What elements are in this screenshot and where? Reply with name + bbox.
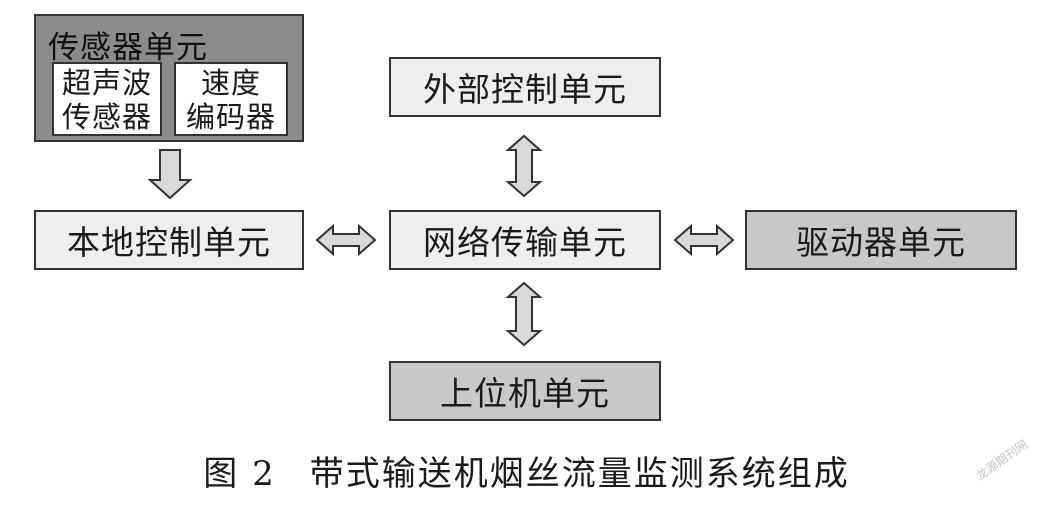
local-control-unit: 本地控制单元 <box>34 210 304 270</box>
arrow-local-network <box>315 223 377 257</box>
network-transmission-unit: 网络传输单元 <box>389 210 661 270</box>
network-transmission-label: 网络传输单元 <box>423 223 627 262</box>
host-computer-label: 上位机单元 <box>440 374 610 413</box>
ultrasonic-sensor-box: 超声波 传感器 <box>52 62 162 136</box>
host-computer-unit: 上位机单元 <box>389 361 661 421</box>
arrow-network-host <box>505 281 543 347</box>
sensor-unit-title: 传感器单元 <box>48 30 208 66</box>
local-control-label: 本地控制单元 <box>67 223 271 262</box>
external-control-label: 外部控制单元 <box>423 70 627 109</box>
driver-unit: 驱动器单元 <box>745 210 1017 270</box>
figure-title: 带式输送机烟丝流量监测系统组成 <box>309 454 850 494</box>
sensor-unit-box: 传感器单元 超声波 传感器 速度 编码器 <box>34 14 304 142</box>
speed-encoder-line1: 速度 <box>200 66 261 100</box>
ultrasonic-sensor-line1: 超声波 <box>61 66 152 100</box>
speed-encoder-line2: 编码器 <box>185 100 276 134</box>
ultrasonic-sensor-line2: 传感器 <box>61 100 152 134</box>
arrow-external-network <box>505 134 543 198</box>
external-control-unit: 外部控制单元 <box>389 57 661 117</box>
speed-encoder-box: 速度 编码器 <box>174 62 288 136</box>
figure-caption: 图 2 带式输送机烟丝流量监测系统组成 <box>0 446 1053 495</box>
figure-number: 图 2 <box>203 454 276 494</box>
driver-unit-label: 驱动器单元 <box>796 223 966 262</box>
arrow-network-driver <box>673 223 735 257</box>
arrow-sensor-to-local <box>147 149 193 200</box>
